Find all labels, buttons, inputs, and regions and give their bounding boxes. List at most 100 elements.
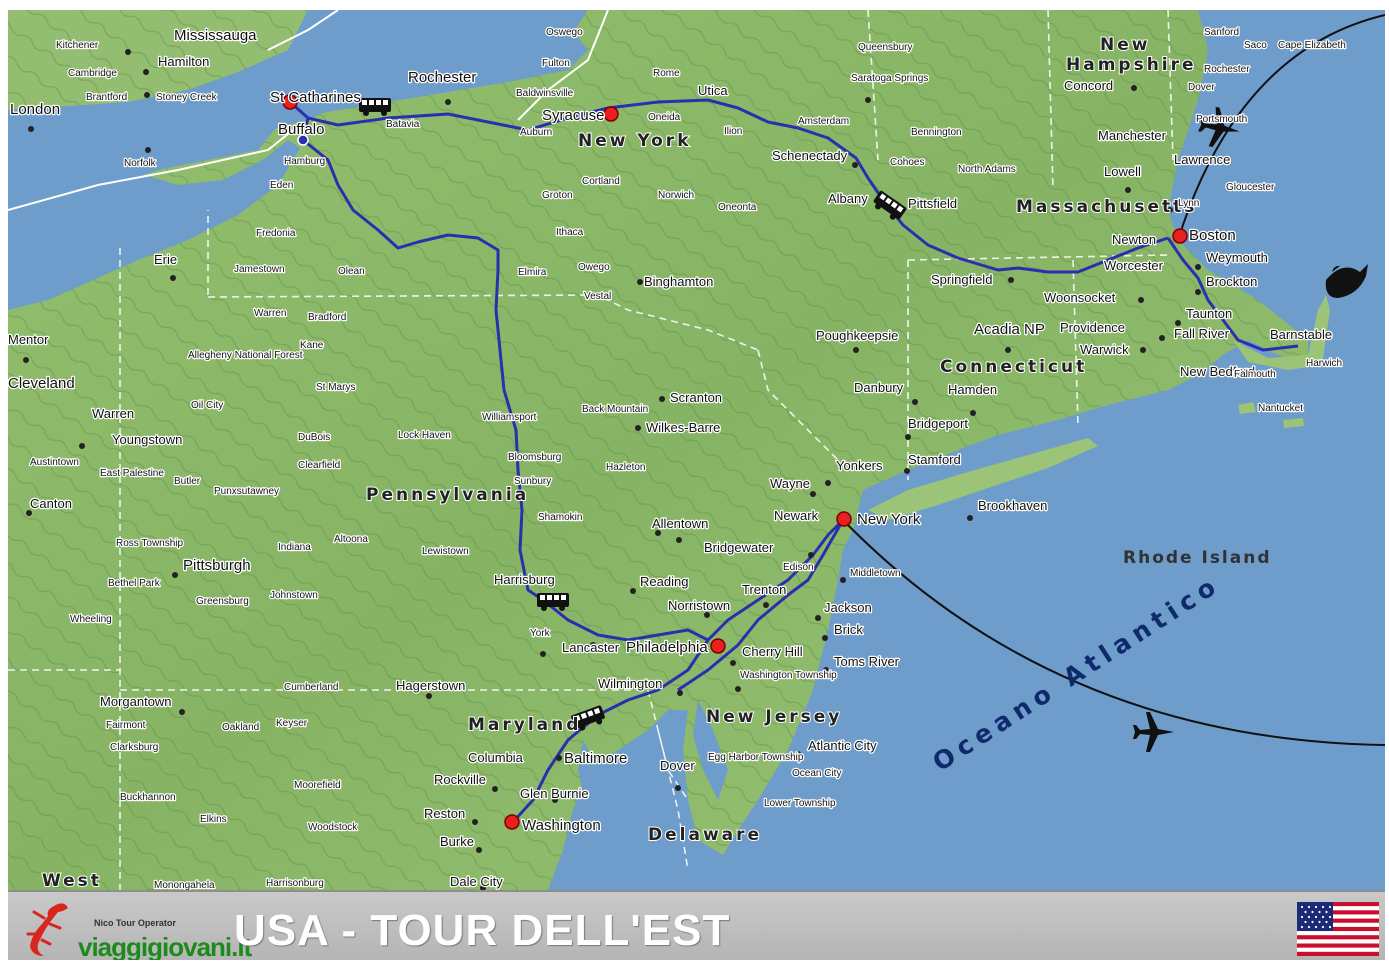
city-label: Warren (92, 406, 134, 421)
stop-marker-syracuse (603, 106, 619, 122)
brand-logo[interactable]: Nico Tour Operator viaggigiovani.it (20, 898, 252, 960)
city-label: Barnstable (1270, 327, 1332, 342)
city-label: Queensbury (858, 42, 912, 53)
stop-label-washington: Washington (522, 817, 601, 834)
stop-label-buffalo: Buffalo (278, 121, 324, 138)
region-label-delaware: Delaware (648, 825, 762, 845)
stop-marker-philadelphia (710, 638, 726, 654)
city-label: York (530, 628, 551, 639)
city-label: Brookhaven (978, 498, 1047, 513)
whale-icon (1325, 264, 1368, 298)
lake-erie (8, 140, 300, 310)
city-label: Hagerstown (396, 678, 465, 693)
city-label: New Bedford (1180, 364, 1255, 379)
city-label: Amsterdam (798, 116, 849, 127)
city-label: Toms River (834, 654, 900, 669)
region-label-pennsylvania: Pennsylvania (366, 485, 529, 505)
city-label: London (10, 101, 60, 118)
stop-marker-buffalo (297, 134, 309, 146)
city-label: Harrisonburg (266, 878, 324, 889)
city-label: Pittsburgh (183, 557, 251, 574)
region-label-connecticut: Connecticut (940, 357, 1087, 377)
lake-ontario (273, 25, 588, 118)
country-border (8, 10, 609, 211)
city-label: Ocean City (792, 768, 841, 779)
city-label: Springfield (931, 272, 992, 287)
city-label: Norfolk (124, 158, 157, 169)
city-label: Canton (30, 496, 72, 511)
city-label: Fredonia (256, 228, 296, 239)
city-label: Elkins (200, 814, 227, 825)
stop-marker-washington (504, 814, 520, 830)
city-label: Mississauga (174, 27, 257, 44)
city-label: Oneida (648, 112, 681, 123)
footer-bar: Nico Tour Operator viaggigiovani.it USA … (8, 890, 1385, 960)
city-label: Reston (424, 806, 465, 821)
city-label: Manchester (1098, 128, 1167, 143)
city-label: Harwich (1306, 358, 1342, 369)
city-label: Brantford (86, 92, 127, 103)
city-label: Morgantown (100, 694, 172, 709)
city-label: Scranton (670, 390, 722, 405)
city-label: Austintown (30, 457, 79, 468)
city-label: Cherry Hill (742, 644, 803, 659)
city-label: Allegheny National Forest (188, 350, 303, 361)
city-label: Cortland (582, 176, 620, 187)
city-label: Atlantic City (808, 738, 877, 753)
city-label: Clarksburg (110, 742, 158, 753)
city-label: Fulton (542, 58, 570, 69)
city-label: Washington Township (740, 670, 837, 681)
city-label: Lock Haven (398, 430, 451, 441)
city-label: Cambridge (68, 68, 117, 79)
city-label: Sunbury (514, 476, 551, 487)
city-label: Ilion (724, 126, 742, 137)
city-label: Clearfield (298, 460, 340, 471)
flight-arc-boston (1177, 14, 1385, 241)
city-label: Hamilton (158, 54, 209, 69)
city-label: Newark (774, 508, 819, 523)
city-label: Bridgeport (908, 416, 968, 431)
city-label: Jamestown (234, 264, 285, 275)
city-label: Johnstown (270, 590, 318, 601)
city-label: Cleveland (8, 375, 75, 392)
city-label: Elmira (518, 267, 547, 278)
flight-arc-newyork (842, 519, 1385, 746)
city-label: Eden (270, 180, 293, 191)
city-label: Butler (174, 476, 201, 487)
city-label: Shamokin (538, 512, 582, 523)
city-label: Mentor (8, 332, 49, 347)
city-label: Utica (698, 83, 728, 98)
city-label: Wayne (770, 476, 810, 491)
city-label: Kitchener (56, 40, 99, 51)
city-label: Edison (783, 562, 814, 573)
city-label: Harrisburg (494, 572, 555, 587)
city-label: Stoney Creek (156, 92, 218, 103)
city-label: Columbia (468, 750, 524, 765)
logo-brand-text: viaggigiovani.it (78, 932, 252, 960)
region-label-new-hampshire: New (1100, 35, 1150, 55)
city-label: Weymouth (1206, 250, 1268, 265)
city-label: Yonkers (836, 458, 883, 473)
city-label: Norristown (668, 598, 730, 613)
city-label: Baltimore (564, 750, 627, 767)
city-label: North Adams (958, 164, 1016, 175)
logo-tagline: Nico Tour Operator (94, 918, 176, 928)
city-label: Groton (542, 190, 573, 201)
city-label: Woodstock (308, 822, 358, 833)
stop-marker-st-catharines (282, 94, 298, 110)
city-label: Egg Harbor Township (708, 752, 804, 763)
chesapeake-bay (578, 740, 613, 890)
city-label: Wilmington (598, 676, 662, 691)
city-label: St Marys (316, 382, 355, 393)
city-label: Dover (1188, 82, 1215, 93)
city-label: Moorefield (294, 780, 341, 791)
city-label: Vestal (584, 291, 611, 302)
city-label: Norwich (658, 190, 694, 201)
cape-cod (1233, 295, 1330, 370)
city-label: Pittsfield (908, 196, 957, 211)
city-label: Bethel Park (108, 578, 161, 589)
stop-marker-boston (1172, 228, 1188, 244)
city-label: Ithaca (556, 227, 584, 238)
city-label: Cumberland (284, 682, 338, 693)
city-label: Warwick (1080, 342, 1129, 357)
